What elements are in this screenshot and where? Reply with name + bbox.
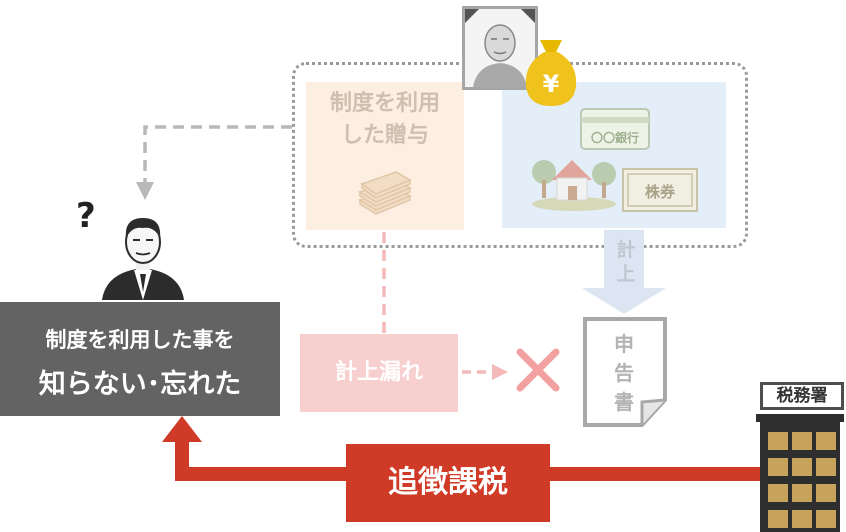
tax-return-document-icon: [583, 317, 667, 427]
stock-certificate-icon: 株券: [622, 168, 698, 212]
pink-dashed-line: [382, 232, 386, 334]
tax-office-building-icon: [756, 414, 844, 532]
record-arrow: [582, 230, 666, 314]
gray-dashed-arrow: [136, 125, 292, 200]
stock-label: 株券: [645, 183, 676, 201]
bank-card-label: 〇〇銀行: [591, 130, 639, 145]
gift-title: 制度を利用 した贈与: [329, 91, 440, 148]
red-return-arrow: [162, 416, 760, 481]
pink-arrow: [462, 364, 508, 380]
yen-symbol: ¥: [543, 70, 560, 98]
unaware-line1: 制度を利用した事を: [45, 328, 235, 352]
tax-office-label: 税務署: [760, 382, 844, 410]
cross-icon: [516, 348, 560, 392]
elderly-person-icon: [465, 9, 535, 87]
question-mark: ?: [76, 196, 96, 236]
omission-box: 計上漏れ: [300, 334, 458, 412]
unaware-status-box: 制度を利用した事を 知らない･忘れた: [0, 302, 280, 416]
money-stack-icon: [358, 171, 412, 215]
confused-person-icon: [102, 218, 184, 300]
house-icon: [532, 160, 616, 211]
record-label: 計 上: [616, 239, 636, 285]
penalty-tax-box: 追徴課税: [346, 444, 550, 522]
money-bag-icon: ¥: [525, 40, 577, 106]
bank-card-icon: 〇〇銀行: [580, 108, 650, 150]
unaware-line2: 知らない･忘れた: [38, 369, 242, 400]
deceased-portrait: [462, 6, 538, 90]
tax-return-label: 申 告 書: [614, 332, 634, 414]
